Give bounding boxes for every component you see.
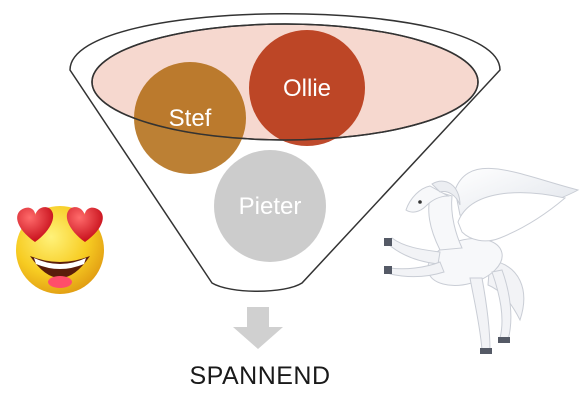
circle-pieter xyxy=(214,150,326,262)
label-ollie: Ollie xyxy=(283,75,331,102)
down-arrow-icon xyxy=(233,307,283,349)
pegasus-illustration xyxy=(384,167,580,354)
label-stef: Stef xyxy=(169,105,212,132)
heart-eyes-emoji-icon xyxy=(16,206,104,294)
caption-spannend: SPANNEND xyxy=(189,362,331,390)
circle-stef xyxy=(134,62,246,174)
label-pieter: Pieter xyxy=(239,193,302,220)
circle-ollie xyxy=(249,30,365,146)
